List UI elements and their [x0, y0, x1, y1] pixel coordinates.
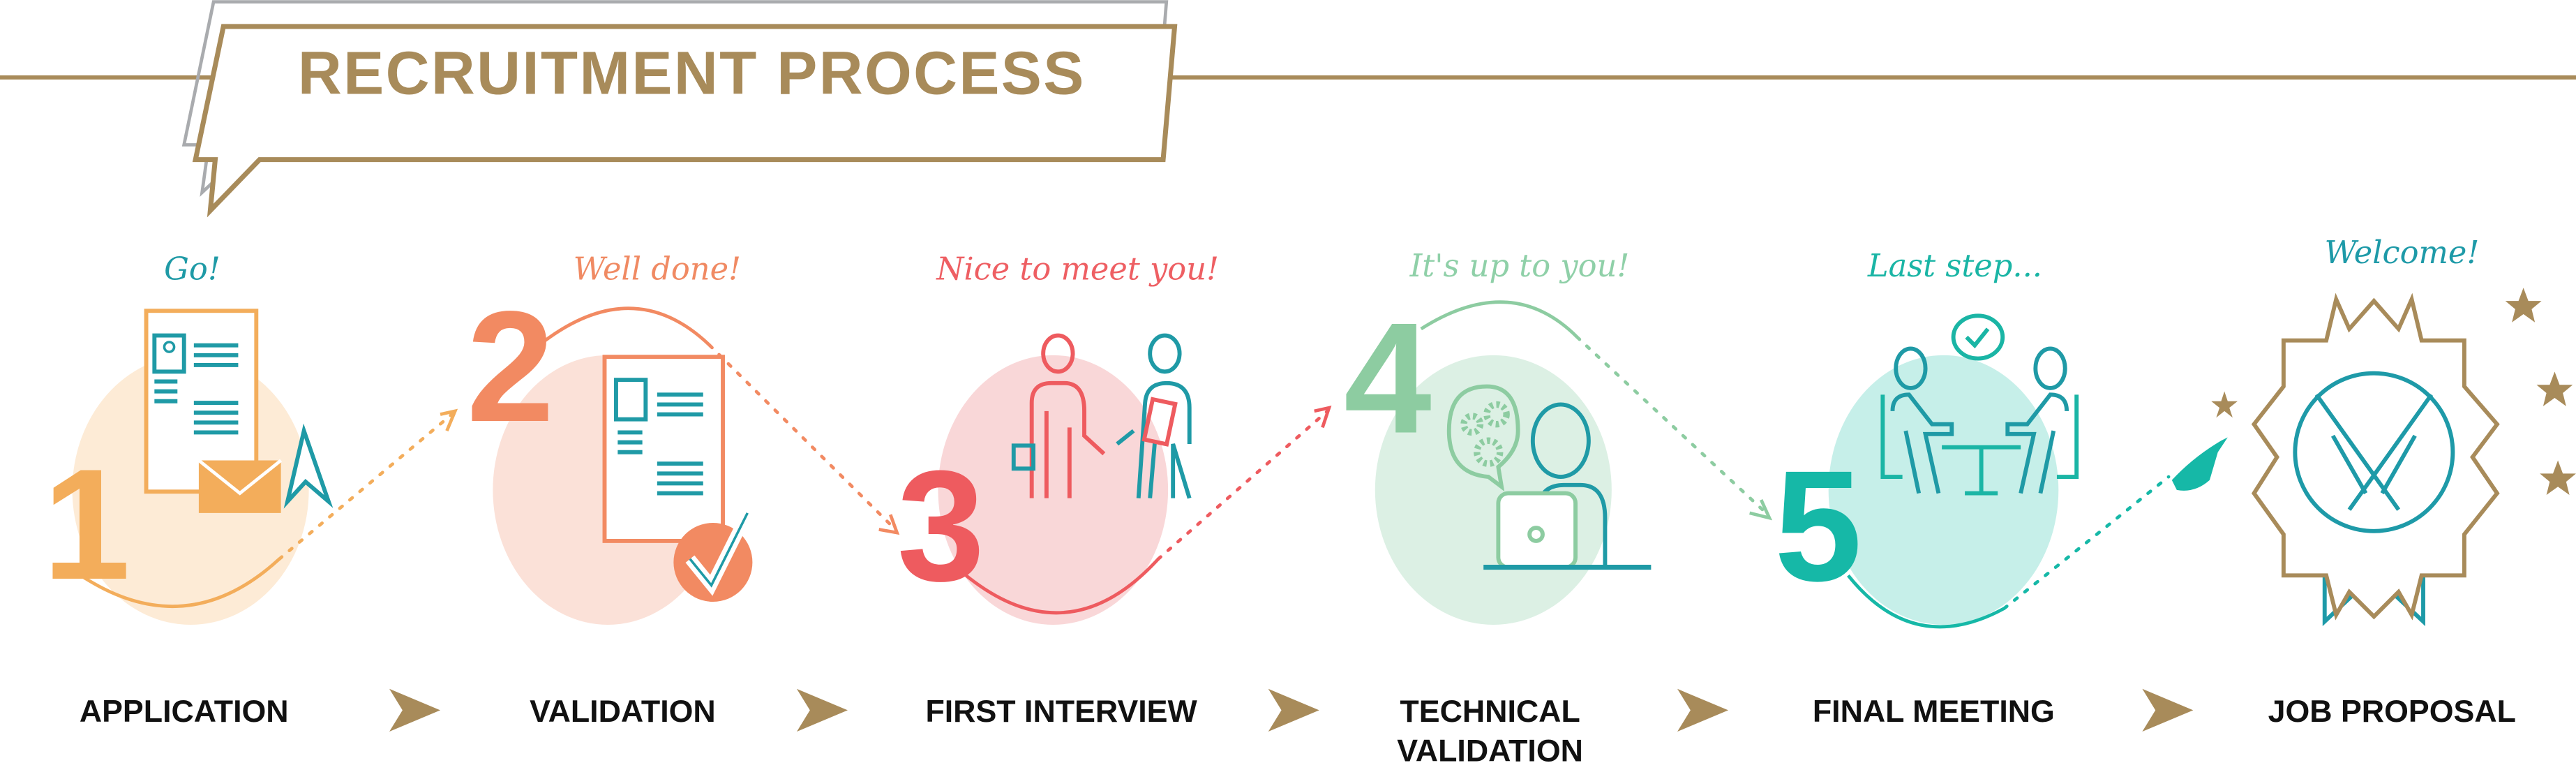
resume-envelope-icon [144, 309, 334, 513]
handshake-icon [2293, 371, 2455, 533]
step-5-connector [2002, 475, 2171, 610]
step-4-tagline: It's up to you! [1409, 247, 1630, 284]
chevron-right-icon [389, 688, 441, 732]
star-icon [2540, 460, 2576, 495]
step-3-arc [965, 558, 1160, 615]
speech-bubble-gears-icon [1446, 384, 1520, 491]
chevron-right-icon [2142, 688, 2194, 732]
step-2-label: VALIDATION [530, 695, 716, 729]
step-4-label-line1: TECHNICAL [1400, 695, 1580, 729]
handshake-badge-icon [2251, 292, 2500, 627]
step-1-arrowhead [440, 408, 458, 432]
step-1-arc [68, 558, 280, 608]
step-5-number: 5 [1774, 437, 1862, 614]
page-title: RECRUITMENT PROCESS [298, 39, 1086, 107]
step-2-arc [537, 306, 711, 347]
gear-icon [1474, 437, 1504, 467]
step-6-label: JOB PROPOSAL [2268, 695, 2516, 729]
chevron-right-icon [796, 688, 848, 732]
paper-plane-icon [283, 423, 334, 509]
step-1-tagline: Go! [164, 251, 220, 288]
star-icon [2211, 391, 2238, 418]
laptop-icon [1496, 491, 1578, 570]
step-1-connector [277, 413, 454, 561]
step-2-number: 2 [467, 278, 555, 454]
gear-icon [1460, 413, 1484, 436]
step-4-arc [1420, 300, 1579, 339]
step-6-tagline: Welcome! [2324, 234, 2479, 271]
step-2-tagline: Well done! [574, 251, 741, 288]
chevron-right-icon [1268, 688, 1319, 732]
process-path [68, 300, 2171, 629]
resume-check-icon [602, 355, 753, 602]
step-1-label: APPLICATION [80, 695, 289, 729]
envelope-icon [198, 460, 281, 513]
star-icon [2505, 288, 2542, 323]
gear-icon [1483, 401, 1510, 428]
header: RECRUITMENT PROCESS [0, 0, 2576, 218]
step-4-arrowhead [1749, 499, 1773, 521]
star-icon [2536, 371, 2573, 406]
handshake-people-icon [1011, 333, 1192, 499]
step-1-number: 1 [43, 436, 130, 612]
stars-icon [2211, 288, 2576, 495]
step-2-connector [707, 343, 897, 531]
step-5-tagline: Last step... [1867, 247, 2042, 284]
meeting-table-icon [1880, 313, 2079, 496]
step-3-arrowhead [1314, 405, 1332, 429]
step-3-bg-circle [938, 355, 1169, 625]
step-5-label: FINAL MEETING [1813, 695, 2055, 729]
step-3-connector [1156, 409, 1329, 561]
pointing-hand-icon [2171, 437, 2228, 491]
step-2-arrowhead [878, 514, 900, 535]
step-3-tagline: Nice to meet you! [936, 251, 1219, 288]
step-4-number: 4 [1344, 289, 1432, 466]
step-3-number: 3 [897, 437, 985, 614]
speech-bubble-check-icon [1951, 313, 2005, 361]
step-5-bg-circle [1828, 355, 2059, 625]
person-head-icon [1530, 402, 1591, 480]
technical-test-icon [1446, 384, 1652, 570]
step-5-arc [1847, 574, 2005, 629]
step-chevrons [389, 688, 2194, 732]
step-4-label-line2: VALIDATION [1397, 734, 1583, 763]
speech-bubble [192, 24, 1178, 218]
step-3-label: FIRST INTERVIEW [925, 695, 1197, 729]
step-4-connector [1575, 335, 1768, 515]
chevron-right-icon [1677, 688, 1729, 732]
